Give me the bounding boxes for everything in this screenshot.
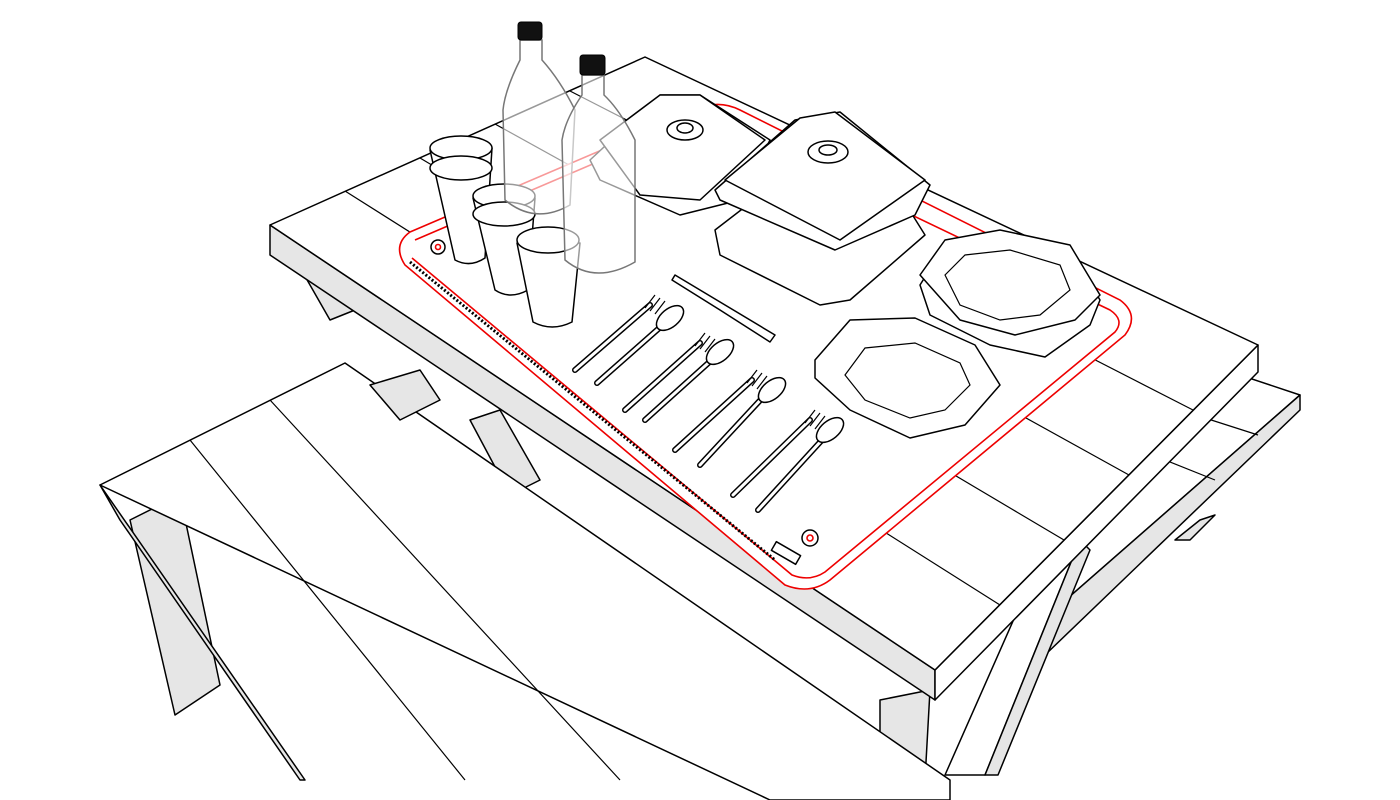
plates xyxy=(814,229,1101,439)
grommet-icon xyxy=(801,529,819,547)
spoon-icon xyxy=(655,304,685,332)
spoon-icon xyxy=(705,338,735,366)
fork-icon xyxy=(694,332,716,353)
fork-icon xyxy=(746,369,768,390)
grommet-icon xyxy=(430,239,446,255)
front-bench xyxy=(99,362,951,800)
zipper-pull-icon xyxy=(770,540,802,566)
bottles xyxy=(502,21,636,274)
fork-icon xyxy=(644,294,666,315)
bottle-cap-icon xyxy=(517,21,543,41)
spoon-icon xyxy=(815,416,845,444)
cups xyxy=(429,135,581,328)
fork-icon xyxy=(804,409,826,430)
spoon-icon xyxy=(757,376,787,404)
bottle-cap-icon xyxy=(579,54,606,76)
cutlery xyxy=(572,274,845,513)
